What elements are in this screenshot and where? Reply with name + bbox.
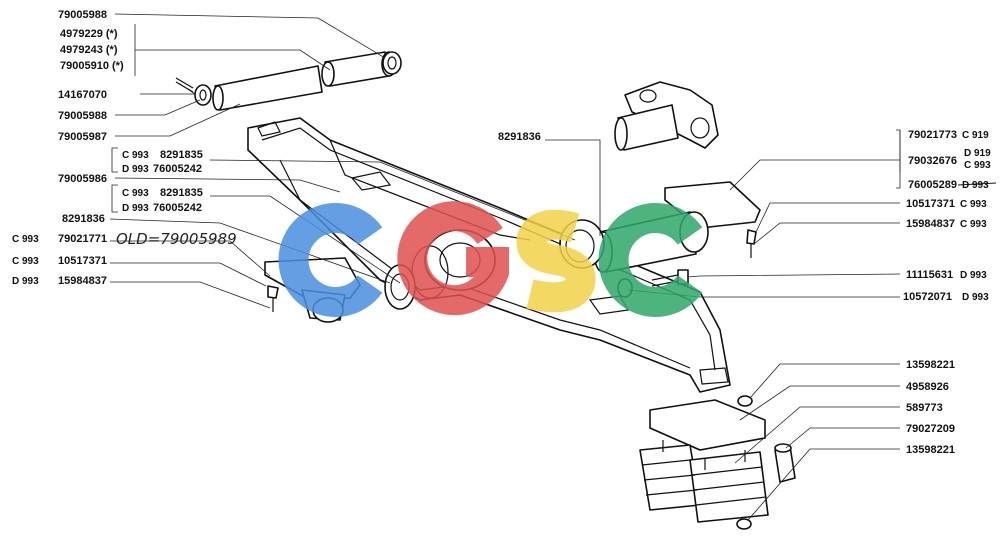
- label-15984837-l: 15984837: [58, 275, 107, 287]
- label-14167070: 14167070: [58, 89, 107, 101]
- label-4979243: 4979243 (*): [60, 44, 118, 56]
- label-d993-e: D 993: [960, 270, 987, 281]
- label-76005242-b: 76005242: [153, 202, 202, 214]
- leader-lines: [109, 13, 901, 521]
- label-10517371-l: 10517371: [58, 255, 107, 267]
- label-589773: 589773: [906, 402, 943, 414]
- pin-assembly-top: [175, 51, 402, 111]
- label-76005289: 76005289: [908, 179, 957, 191]
- label-10572071: 10572071: [903, 291, 952, 303]
- label-d993-f: D 993: [962, 292, 989, 303]
- label-c993-e: C 993: [964, 160, 991, 171]
- label-d993-b: D 993: [122, 203, 149, 214]
- watermark-letter-s: [516, 209, 596, 313]
- label-13598221-b: 13598221: [906, 444, 955, 456]
- label-79021771: 79021771: [58, 233, 107, 245]
- label-11115631: 11115631: [906, 269, 953, 281]
- label-c993-d: C 993: [12, 256, 39, 267]
- part-labels: 79005988 4979229 (*) 4979243 (*) 7900591…: [12, 9, 991, 456]
- watermark-letter-g: [397, 201, 509, 316]
- label-d993-c: D 993: [12, 276, 39, 287]
- label-d919: D 919: [964, 148, 991, 159]
- label-d993-a: D 993: [122, 164, 149, 175]
- label-79005988-b: 79005988: [58, 110, 107, 122]
- label-76005242-a: 76005242: [153, 163, 202, 175]
- label-8291835-a: 8291835: [160, 149, 203, 161]
- watermark-cgsc: [278, 201, 703, 317]
- label-c993-a: C 993: [122, 150, 149, 161]
- label-4958926: 4958926: [906, 381, 949, 393]
- label-79005986: 79005986: [58, 173, 107, 185]
- label-79021773: 79021773: [908, 129, 957, 141]
- label-d993-d: D 993: [962, 180, 989, 191]
- label-79027209: 79027209: [906, 423, 955, 435]
- label-79032676: 79032676: [908, 155, 957, 167]
- label-79005988-top: 79005988: [58, 9, 107, 21]
- label-8291835-b: 8291835: [160, 187, 203, 199]
- strike-mark: [957, 182, 997, 186]
- label-8291836-m: 8291836: [498, 131, 541, 143]
- watermark-letter-c2: [598, 203, 703, 317]
- label-c993-f: C 993: [960, 199, 987, 210]
- label-c993-c: C 993: [12, 234, 39, 245]
- label-c993-g: C 993: [960, 219, 987, 230]
- label-c993-b: C 993: [122, 188, 149, 199]
- label-c919: C 919: [962, 130, 989, 141]
- label-10517371-r: 10517371: [906, 198, 955, 210]
- rubber-mounts: [639, 395, 796, 530]
- label-15984837-r: 15984837: [906, 218, 955, 230]
- handwritten-note: OLD=79005989: [116, 230, 237, 248]
- label-8291836-l: 8291836: [62, 213, 105, 225]
- upper-bracket: [614, 81, 719, 151]
- label-79005987: 79005987: [58, 131, 107, 143]
- label-4979229: 4979229 (*): [60, 28, 118, 40]
- watermark-letter-c1: [278, 203, 383, 317]
- label-13598221-a: 13598221: [906, 359, 955, 371]
- label-79005910: 79005910 (*): [60, 60, 124, 72]
